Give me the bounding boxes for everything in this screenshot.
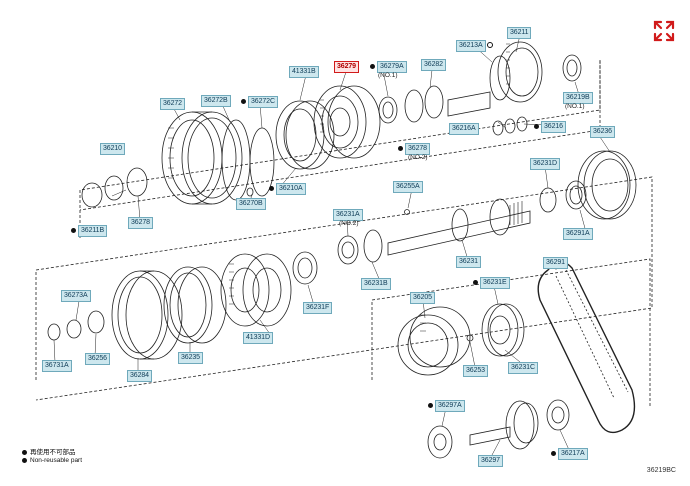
part-label-36282[interactable]: 36282	[421, 59, 446, 71]
part-label-36217A[interactable]: 36217A	[558, 448, 588, 460]
part-label-36216[interactable]: 36216	[541, 121, 566, 133]
washer-36270B	[246, 187, 254, 197]
bearing-36297A	[427, 425, 453, 459]
part-label-36270B[interactable]: 36270B	[236, 198, 266, 210]
part-label-36297[interactable]: 36297	[478, 455, 503, 467]
part-label-36273A[interactable]: 36273A	[61, 290, 91, 302]
figure-code: 36219BC	[646, 467, 676, 474]
part-label-36253[interactable]: 36253	[463, 365, 488, 377]
output-shaft-36231	[387, 198, 531, 256]
bottom-dashed-boundary	[371, 258, 651, 408]
part-label-41331D[interactable]: 41331D	[243, 332, 273, 344]
washer-36231D	[539, 187, 557, 213]
note-no2-a: (NO.2)	[408, 154, 428, 161]
legend-line-1: 再使用不可部品	[22, 446, 76, 456]
part-label-36231E[interactable]: 36231E	[480, 277, 510, 289]
part-label-41331B[interactable]: 41331B	[289, 66, 319, 78]
part-label-36284[interactable]: 36284	[127, 370, 152, 382]
non-reusable-marker	[71, 228, 76, 233]
needle-bearing-36231B	[337, 235, 359, 265]
front-drive-gear-36297	[469, 400, 539, 450]
bearing-36231A	[565, 180, 587, 210]
ring-marker	[487, 42, 493, 48]
legend-line-2: Non-reusable part	[22, 457, 82, 464]
non-reusable-marker	[241, 99, 246, 104]
non-reusable-marker	[534, 124, 539, 129]
drive-chain-36291	[537, 261, 636, 434]
non-reusable-marker	[551, 451, 556, 456]
clutch-hub-36284	[111, 270, 183, 360]
expand-arrows-icon[interactable]	[652, 19, 676, 43]
part-label-36211[interactable]: 36211	[507, 27, 532, 39]
part-label-36235[interactable]: 36235	[178, 352, 203, 364]
part-label-36291A[interactable]: 36291A	[563, 228, 593, 240]
part-label-36231C[interactable]: 36231C	[508, 362, 538, 374]
note-no1-b: (NO.1)	[565, 103, 585, 110]
part-label-36231[interactable]: 36231	[456, 256, 481, 268]
part-label-36213A[interactable]: 36213A	[456, 40, 486, 52]
bearing-36231C	[481, 303, 525, 357]
legend-text-english: Non-reusable part	[30, 457, 83, 464]
non-reusable-marker	[269, 186, 274, 191]
part-label-36236[interactable]: 36236	[590, 126, 615, 138]
ball-36253	[466, 334, 474, 342]
ring-gear-36272	[161, 111, 243, 205]
note-no1-a: (NO.1)	[378, 72, 398, 79]
bearing-36217A	[546, 399, 570, 431]
part-label-36216A[interactable]: 36216A	[449, 123, 479, 135]
part-label-36211B[interactable]: 36211B	[78, 225, 108, 237]
carrier-assembly-36279	[313, 85, 381, 159]
check-ball-36255A	[404, 209, 410, 215]
non-reusable-marker	[473, 280, 478, 285]
part-label-36278[interactable]: 36278	[128, 217, 153, 229]
input-shaft-36211	[447, 41, 543, 117]
part-label-36272B[interactable]: 36272B	[201, 95, 231, 107]
part-label-36210[interactable]: 36210	[100, 143, 125, 155]
part-label-36279A[interactable]: 36279A	[377, 61, 407, 73]
sleeve-36235	[163, 266, 227, 344]
part-label-36279[interactable]: 36279	[334, 61, 359, 73]
part-label-36231A-top[interactable]: 36231A	[333, 209, 363, 221]
non-reusable-marker	[428, 403, 433, 408]
seal-ring-36216A-a	[492, 120, 504, 136]
washer-36256	[87, 310, 105, 334]
upper-dashed-boundary-2	[79, 60, 601, 211]
part-label-36237[interactable]: 36231F	[303, 302, 333, 314]
needle-bearing-36282	[378, 96, 398, 124]
non-reusable-marker	[398, 146, 403, 151]
thrust-washer-b	[424, 85, 444, 119]
part-label-36297A[interactable]: 36297A	[435, 400, 465, 412]
part-label-36231D[interactable]: 36231D	[530, 158, 560, 170]
part-label-36272[interactable]: 36272	[160, 98, 185, 110]
upper-dashed-boundary	[79, 60, 601, 238]
thrust-washer-a	[404, 89, 424, 123]
snap-ring-36210	[81, 182, 103, 208]
washer-36210-b	[104, 175, 124, 201]
gear-assembly-41331D	[220, 253, 292, 327]
needle-bearing-36237	[292, 251, 318, 285]
part-label-36219B[interactable]: 36219B	[563, 92, 593, 104]
part-label-36256[interactable]: 36256	[85, 353, 110, 365]
driven-sprocket-36205	[397, 306, 471, 376]
note-no2-b: (NO.2)	[339, 220, 359, 227]
part-label-36278-upper[interactable]: 36278	[405, 143, 430, 155]
part-label-36210A[interactable]: 36210A	[276, 183, 306, 195]
part-label-36291[interactable]: 36291	[543, 257, 568, 269]
legend-text-japanese: 再使用不可部品	[30, 449, 76, 456]
washer-36278	[126, 167, 148, 197]
thrust-washer-36231B	[363, 229, 383, 263]
part-label-36731A[interactable]: 36731A	[42, 360, 72, 372]
washer-36273A	[66, 319, 82, 339]
part-label-36272C[interactable]: 36272C	[248, 96, 278, 108]
part-label-36205[interactable]: 36205	[410, 292, 435, 304]
non-reusable-marker	[370, 64, 375, 69]
part-label-36231B[interactable]: 36231B	[361, 278, 391, 290]
roller-bearing-36219B	[562, 54, 582, 82]
lower-dashed-boundary	[35, 176, 653, 401]
drive-sprocket-36236	[577, 150, 637, 220]
seal-ring-36216A-b	[504, 118, 516, 134]
part-label-36255A[interactable]: 36255A	[393, 181, 423, 193]
snap-ring-36731A	[47, 323, 61, 341]
